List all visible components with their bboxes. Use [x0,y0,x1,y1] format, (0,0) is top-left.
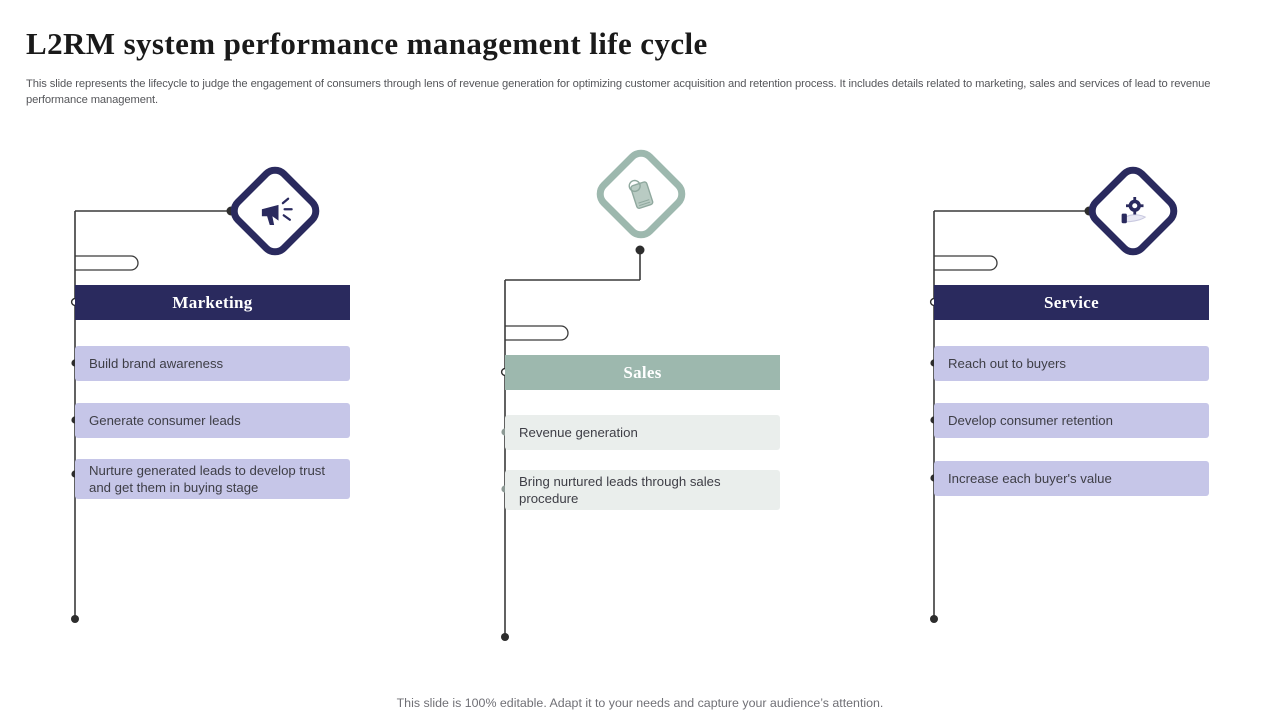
wire-node-end-sales [501,633,509,641]
list-item[interactable]: Reach out to buyers [934,346,1209,381]
gear-service-icon [1097,175,1169,247]
price-tag-icon [605,158,677,230]
wire-node-icon-sales [635,245,645,255]
list-item[interactable]: Revenue generation [505,415,780,450]
list-item[interactable]: Generate consumer leads [75,403,350,438]
wire-node-end-marketing [71,615,79,623]
page-title: L2RM system performance management life … [26,26,708,61]
stage-header-sales: Sales [505,355,780,390]
list-item[interactable]: Nurture generated leads to develop trust… [75,459,350,499]
wire-node-end-service [930,615,938,623]
list-item[interactable]: Bring nurtured leads through sales proce… [505,470,780,510]
megaphone-icon [239,175,311,247]
list-item[interactable]: Develop consumer retention [934,403,1209,438]
slide-footer-note: This slide is 100% editable. Adapt it to… [396,696,884,710]
stage-header-service: Service [934,285,1209,320]
slide-description: This slide represents the lifecycle to j… [26,78,1211,106]
list-item[interactable]: Increase each buyer's value [934,461,1209,496]
list-item[interactable]: Build brand awareness [75,346,350,381]
stage-header-marketing: Marketing [75,285,350,320]
